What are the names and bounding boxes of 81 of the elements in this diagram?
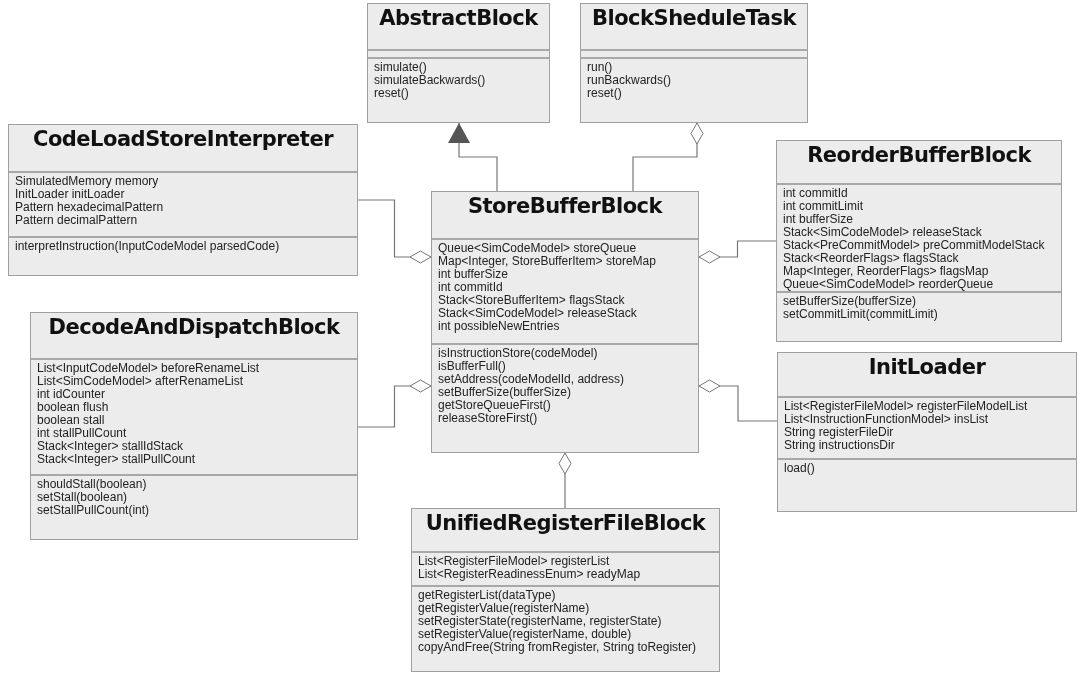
class-name: ReorderBufferBlock (807, 142, 1031, 169)
method-text: setStall(boolean) (37, 491, 128, 504)
class-box (580, 3, 808, 123)
attribute-text: Map<Integer, ReorderFlags> flagsMap (783, 265, 989, 278)
attribute-text: Pattern decimalPattern (15, 214, 138, 227)
method-text: run() (587, 61, 613, 74)
method-text: simulateBackwards() (374, 74, 486, 87)
method-text: getStoreQueueFirst() (438, 399, 551, 412)
attribute-text: Stack<Integer> stallPullCount (37, 453, 196, 466)
method-text: isBufferFull() (438, 360, 506, 373)
attribute-text: List<InputCodeModel> beforeRenameList (37, 362, 260, 375)
attribute-text: int possibleNewEntries (438, 320, 560, 333)
attribute-text: String instructionsDir (784, 439, 895, 452)
attribute-text: int commitId (783, 187, 848, 200)
attribute-text: Stack<StoreBufferItem> flagsStack (438, 294, 625, 307)
class-box (776, 140, 1062, 342)
method-text: releaseStoreFirst() (438, 412, 538, 425)
attribute-text: InitLoader initLoader (15, 188, 125, 201)
attribute-text: List<RegisterFileModel> registerList (418, 555, 610, 568)
attribute-text: boolean stall (37, 414, 105, 427)
aggregation-connector (632, 122, 704, 192)
aggregation-connector (558, 452, 572, 509)
attribute-text: List<RegisterFileModel> registerFileModelList (784, 400, 1028, 413)
attribute-text: boolean flush (37, 401, 109, 414)
class-box (777, 352, 1077, 512)
attribute-text: Pattern hexadecimalPattern (15, 201, 164, 214)
method-text: setRegisterValue(registerName, double) (418, 628, 632, 641)
attribute-text: Queue<SimCodeModel> storeQueue (438, 242, 637, 255)
method-text: interpretInstruction(InputCodeModel parsedCode) (15, 240, 280, 253)
class-box (367, 3, 550, 123)
method-text: setCommitLimit(commitLimit) (783, 308, 938, 321)
method-text: shouldStall(boolean) (37, 478, 147, 491)
class-box (8, 124, 358, 276)
attribute-text: Queue<SimCodeModel> reorderQueue (783, 278, 994, 291)
method-text: setAddress(codeModelId, address) (438, 373, 625, 386)
attribute-text: int idCounter (37, 388, 106, 401)
attribute-text: int bufferSize (783, 213, 853, 226)
method-text: reset() (374, 87, 409, 100)
attribute-text: List<RegisterReadinessEnum> readyMap (418, 568, 641, 581)
method-text: runBackwards() (587, 74, 672, 87)
class-name: UnifiedRegisterFileBlock (425, 510, 706, 537)
aggregation-connector (357, 379, 432, 428)
method-text: getRegisterValue(registerName) (418, 602, 590, 615)
method-text: reset() (587, 87, 622, 100)
class-name: BlockSheduleTask (591, 5, 796, 32)
class-name: StoreBufferBlock (467, 193, 663, 220)
method-text: setBufferSize(bufferSize) (438, 386, 571, 399)
class-name: AbstractBlock (379, 5, 538, 32)
attribute-text: Map<Integer, StoreBufferItem> storeMap (438, 255, 656, 268)
method-text: isInstructionStore(codeModel) (438, 347, 598, 360)
attribute-text: int bufferSize (438, 268, 508, 281)
method-text: getRegisterList(dataType) (418, 589, 556, 602)
class-name: CodeLoadStoreInterpreter (33, 126, 333, 153)
aggregation-connector (698, 379, 778, 422)
aggregation-connector (698, 240, 777, 264)
attribute-text: Stack<SimCodeModel> releaseStack (438, 307, 637, 320)
attribute-text: String registerFileDir (784, 426, 894, 439)
method-text: setStallPullCount(int) (37, 504, 150, 517)
method-text: simulate() (374, 61, 427, 74)
method-text: setBufferSize(bufferSize) (783, 295, 916, 308)
attribute-text: int commitLimit (783, 200, 863, 213)
class-box (431, 191, 699, 453)
method-text: setRegisterState(registerName, registerState) (418, 615, 662, 628)
method-text: copyAndFree(String fromRegister, String toRegister) (418, 641, 697, 654)
class-name: DecodeAndDispatchBlock (48, 314, 340, 341)
aggregation-connector (357, 199, 432, 264)
inheritance-arrow (448, 122, 498, 192)
attribute-compartment (777, 183, 1061, 291)
attribute-text: Stack<SimCodeModel> releaseStack (783, 226, 982, 239)
attribute-text: Stack<PreCommitModel> preCommitModelStack (783, 239, 1045, 252)
class-box (30, 312, 358, 540)
attribute-text: int stallPullCount (37, 427, 127, 440)
method-text: load() (784, 462, 815, 475)
attribute-text: Stack<Integer> stallIdStack (37, 440, 184, 453)
attribute-text: Stack<ReorderFlags> flagsStack (783, 252, 959, 265)
class-box (411, 508, 720, 672)
class-name: InitLoader (868, 354, 986, 381)
attribute-text: int commitId (438, 281, 503, 294)
attribute-text: List<SimCodeModel> afterRenameList (37, 375, 244, 388)
attribute-text: List<InstructionFunctionModel> insList (784, 413, 989, 426)
attribute-text: SimulatedMemory memory (15, 175, 159, 188)
